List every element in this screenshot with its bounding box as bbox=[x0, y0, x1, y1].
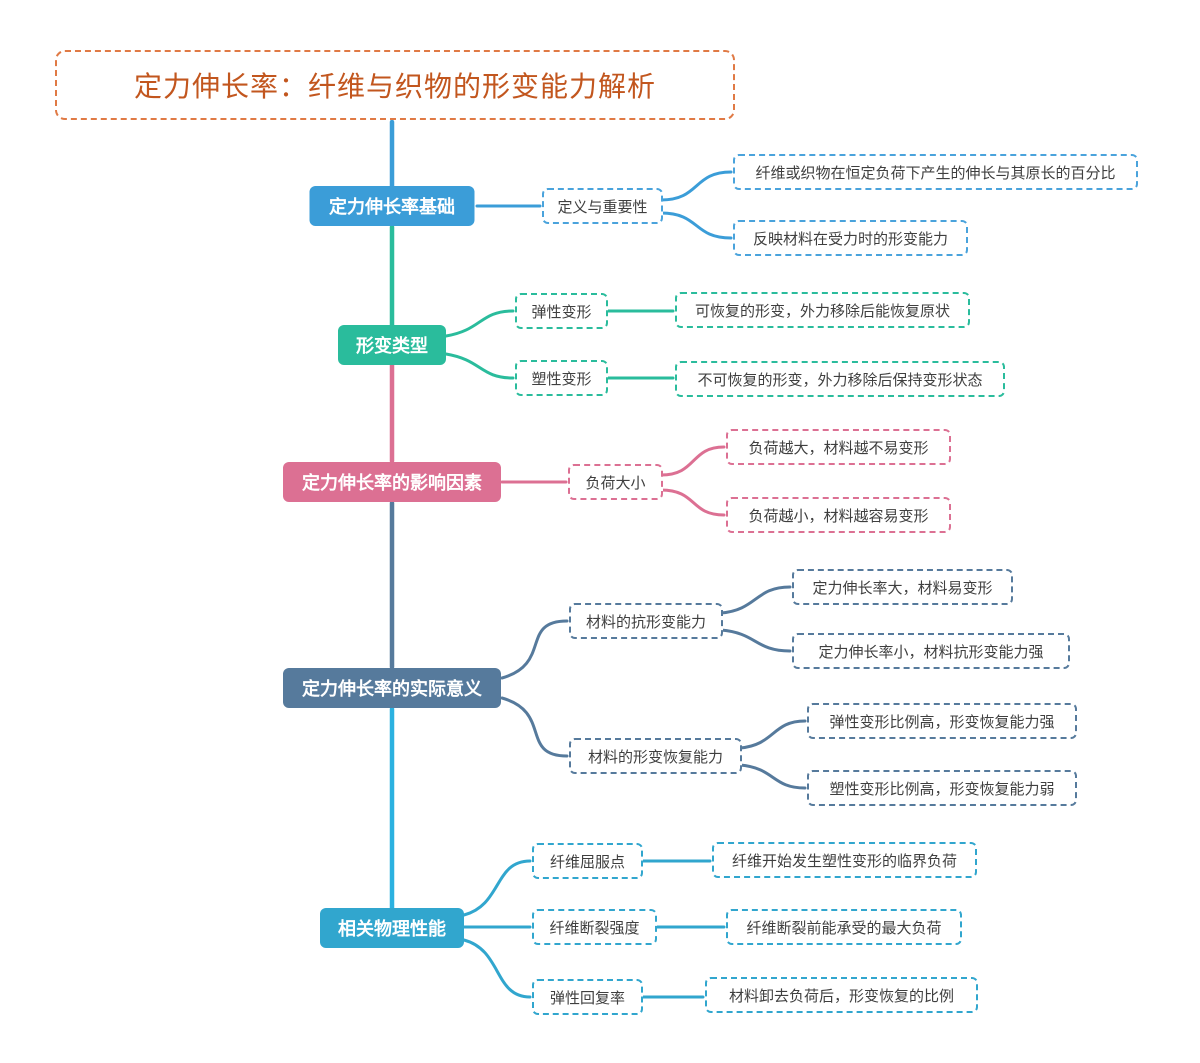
detail-bigger-load[interactable]: 负荷越大，材料越不易变形 bbox=[726, 429, 951, 465]
connector-meaning-recover bbox=[500, 696, 569, 758]
branch-topic-influence-factors[interactable]: 定力伸长率的影响因素 bbox=[283, 462, 501, 502]
connector-recover-leaf2 bbox=[738, 763, 807, 790]
connector-properties-yield bbox=[462, 859, 532, 917]
connector-recover-leaf1 bbox=[738, 719, 807, 750]
subtopic-recover-deform[interactable]: 材料的形变恢复能力 bbox=[569, 738, 742, 774]
detail-small-rate-strong-resist[interactable]: 定力伸长率小，材料抗形变能力强 bbox=[792, 633, 1070, 669]
connector-resist-leaf2 bbox=[719, 628, 792, 653]
connector-load-leaf2 bbox=[659, 488, 726, 517]
detail-plastic-ratio-high[interactable]: 塑性变形比例高，形变恢复能力弱 bbox=[807, 770, 1077, 806]
detail-yield-critical-load[interactable]: 纤维开始发生塑性变形的临界负荷 bbox=[712, 842, 977, 878]
subtopic-elastic-recovery-rate[interactable]: 弹性回复率 bbox=[532, 979, 643, 1015]
connector-load-leaf1 bbox=[659, 445, 726, 477]
connector-definition-leaf2 bbox=[659, 211, 733, 240]
detail-smaller-load[interactable]: 负荷越小，材料越容易变形 bbox=[726, 497, 951, 533]
subtopic-plastic-deform[interactable]: 塑性变形 bbox=[515, 360, 608, 396]
subtopic-resist-deform[interactable]: 材料的抗形变能力 bbox=[569, 603, 723, 639]
subtopic-definition-importance[interactable]: 定义与重要性 bbox=[542, 188, 663, 224]
detail-recovery-proportion[interactable]: 材料卸去负荷后，形变恢复的比例 bbox=[705, 977, 978, 1013]
root-topic[interactable]: 定力伸长率：纤维与织物的形变能力解析 bbox=[55, 50, 735, 120]
branch-topic-related-properties[interactable]: 相关物理性能 bbox=[320, 908, 464, 948]
connector-types-elastic bbox=[444, 309, 515, 338]
connector-properties-recovery bbox=[462, 938, 532, 999]
connector-types-plastic bbox=[444, 352, 515, 380]
detail-elastic-recoverable[interactable]: 可恢复的形变，外力移除后能恢复原状 bbox=[675, 292, 970, 328]
detail-elastic-ratio-high[interactable]: 弹性变形比例高，形变恢复能力强 bbox=[807, 703, 1077, 739]
detail-plastic-permanent[interactable]: 不可恢复的形变，外力移除后保持变形状态 bbox=[675, 361, 1005, 397]
detail-percentage-definition[interactable]: 纤维或织物在恒定负荷下产生的伸长与其原长的百分比 bbox=[733, 154, 1138, 190]
detail-reflects-deform-ability[interactable]: 反映材料在受力时的形变能力 bbox=[733, 220, 968, 256]
subtopic-fiber-break-strength[interactable]: 纤维断裂强度 bbox=[532, 909, 657, 945]
detail-max-load-before-break[interactable]: 纤维断裂前能承受的最大负荷 bbox=[726, 909, 962, 945]
branch-topic-deform-types[interactable]: 形变类型 bbox=[338, 325, 446, 365]
detail-large-rate-easy-deform[interactable]: 定力伸长率大，材料易变形 bbox=[792, 569, 1013, 605]
connector-meaning-resist bbox=[500, 619, 569, 680]
subtopic-fiber-yield-point[interactable]: 纤维屈服点 bbox=[532, 843, 643, 879]
branch-topic-practical-meaning[interactable]: 定力伸长率的实际意义 bbox=[283, 668, 501, 708]
connector-definition-leaf1 bbox=[659, 170, 733, 202]
subtopic-elastic-deform[interactable]: 弹性变形 bbox=[515, 293, 608, 329]
branch-topic-basics[interactable]: 定力伸长率基础 bbox=[309, 186, 475, 226]
subtopic-load-size[interactable]: 负荷大小 bbox=[568, 464, 663, 500]
connector-resist-leaf1 bbox=[719, 585, 792, 615]
